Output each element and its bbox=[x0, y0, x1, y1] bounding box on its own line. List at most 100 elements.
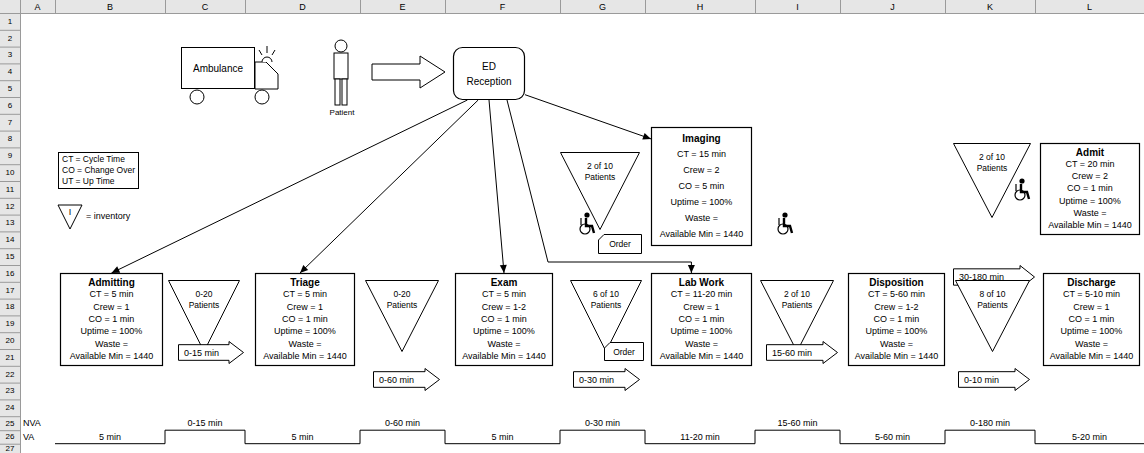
row-header: 11 bbox=[0, 181, 20, 198]
outline-shape bbox=[1044, 274, 1140, 366]
process-title: Discharge bbox=[1067, 277, 1115, 288]
va-time: 11-20 min bbox=[645, 430, 755, 444]
node-text: CT = 15 min bbox=[677, 149, 726, 160]
row-header: 26 bbox=[0, 430, 20, 444]
connector bbox=[300, 100, 478, 273]
node-text: CO = 1 min bbox=[679, 314, 725, 325]
node-text: 0-15 min bbox=[184, 348, 219, 358]
node-text: CT = Cycle Time bbox=[62, 154, 135, 165]
outline-shape bbox=[652, 128, 752, 246]
node-text: 6 of 10 Patients bbox=[584, 289, 629, 311]
node-text: Uptime = 100% bbox=[1059, 196, 1121, 207]
key-box: CT = Cycle TimeCO = Change OverUT = Up T… bbox=[58, 152, 139, 189]
header-line bbox=[0, 366, 20, 367]
connector-line bbox=[300, 100, 478, 273]
node-text: Ambulance bbox=[193, 63, 243, 74]
row-header: 24 bbox=[0, 399, 20, 416]
node-text: Available Min = 1440 bbox=[660, 229, 744, 240]
node-text: Available Min = 1440 bbox=[263, 351, 347, 362]
outline-shape bbox=[374, 369, 440, 391]
column-header: B bbox=[55, 0, 165, 13]
node-text: CO = 1 min bbox=[1067, 183, 1113, 194]
header-line bbox=[0, 383, 20, 384]
inventory-triangle: 8 of 10 Patients bbox=[955, 280, 1030, 352]
process-box: ExamCT = 5 minCrew = 1-2CO = 1 minUptime… bbox=[455, 273, 553, 366]
row-header: 27 bbox=[0, 444, 20, 453]
header-line bbox=[55, 0, 56, 13]
process-title: Admitting bbox=[88, 277, 135, 288]
row-header: 17 bbox=[0, 282, 20, 299]
header-line bbox=[165, 0, 166, 13]
outline-shape bbox=[574, 369, 640, 391]
wheelchair-icon bbox=[778, 212, 792, 234]
node-text: Available Min = 1440 bbox=[70, 351, 154, 362]
arrowhead bbox=[300, 265, 308, 273]
header-line bbox=[1035, 0, 1036, 13]
header-line bbox=[0, 114, 20, 115]
flow-arrow bbox=[372, 56, 445, 88]
va-time: 5-20 min bbox=[1035, 430, 1144, 444]
row-header: 8 bbox=[0, 131, 20, 148]
row-header: 9 bbox=[0, 147, 20, 164]
outline-shape bbox=[456, 274, 553, 366]
column-header: A bbox=[20, 0, 55, 13]
row-header: 2 bbox=[0, 30, 20, 47]
row-header: 3 bbox=[0, 47, 20, 64]
push-arrow: 0-30 min bbox=[573, 368, 640, 391]
header-line bbox=[0, 198, 20, 199]
column-header: C bbox=[165, 0, 245, 13]
legend-entry: = inventory bbox=[86, 210, 130, 222]
node-text: 0-60 min bbox=[379, 375, 414, 385]
inventory-symbol bbox=[58, 205, 82, 229]
process-title: Triage bbox=[290, 277, 319, 288]
arrowhead bbox=[112, 266, 121, 273]
node-text: CO = Change Over bbox=[62, 165, 135, 176]
header-line bbox=[0, 164, 20, 165]
row-header: 4 bbox=[0, 63, 20, 80]
header-line bbox=[0, 399, 20, 400]
row-header-bar bbox=[0, 0, 20, 453]
nva-time: 15-60 min bbox=[755, 416, 840, 430]
figure-label: Patient bbox=[322, 107, 362, 118]
row-header: 14 bbox=[0, 231, 20, 248]
header-line bbox=[0, 147, 20, 148]
column-header: D bbox=[245, 0, 360, 13]
node-text: CT = 5-10 min bbox=[1063, 289, 1120, 300]
node-text: Uptime = 100% bbox=[671, 326, 733, 337]
row-title: NVA bbox=[22, 416, 55, 430]
process-title: Imaging bbox=[682, 133, 720, 144]
process-box: Lab WorkCT = 11-20 minCrew = 1CO = 1 min… bbox=[651, 273, 752, 366]
node-text: Waste = bbox=[95, 339, 128, 350]
node-text: 15-60 min bbox=[772, 348, 812, 358]
inventory-triangle: 0-20 Patients bbox=[365, 280, 439, 352]
header-line bbox=[0, 430, 20, 431]
va-time: 5 min bbox=[55, 430, 165, 444]
row-header: 23 bbox=[0, 383, 20, 400]
connector bbox=[112, 100, 468, 273]
node-text: Waste = bbox=[488, 339, 521, 350]
order-tag: Order bbox=[604, 342, 644, 361]
wheelchair-icon bbox=[1015, 178, 1029, 200]
node-outline bbox=[453, 47, 525, 100]
header-line bbox=[0, 315, 20, 316]
column-header: F bbox=[445, 0, 560, 13]
node-text: CT = 5-60 min bbox=[868, 289, 925, 300]
outline-shape bbox=[767, 342, 838, 364]
node-text: CT = 5 min bbox=[283, 289, 327, 300]
va-time: 5-60 min bbox=[840, 430, 945, 444]
node-text: CO = 1 min bbox=[481, 314, 527, 325]
column-header: E bbox=[360, 0, 445, 13]
outline-shape bbox=[61, 274, 163, 366]
nva-time: 0-60 min bbox=[360, 416, 445, 430]
connector-line bbox=[525, 95, 651, 139]
node-text: Waste = bbox=[685, 339, 718, 350]
row-header: 21 bbox=[0, 349, 20, 366]
node-text: Crew = 2 bbox=[1072, 171, 1108, 182]
column-header: I bbox=[755, 0, 840, 13]
outline-shape bbox=[605, 343, 644, 361]
process-box: AdmittingCT = 5 minCrew = 1CO = 1 minUpt… bbox=[60, 273, 163, 366]
node-text: 0-20 Patients bbox=[182, 289, 227, 311]
node-text: Crew = 1 bbox=[683, 302, 719, 313]
row-header: 12 bbox=[0, 198, 20, 215]
